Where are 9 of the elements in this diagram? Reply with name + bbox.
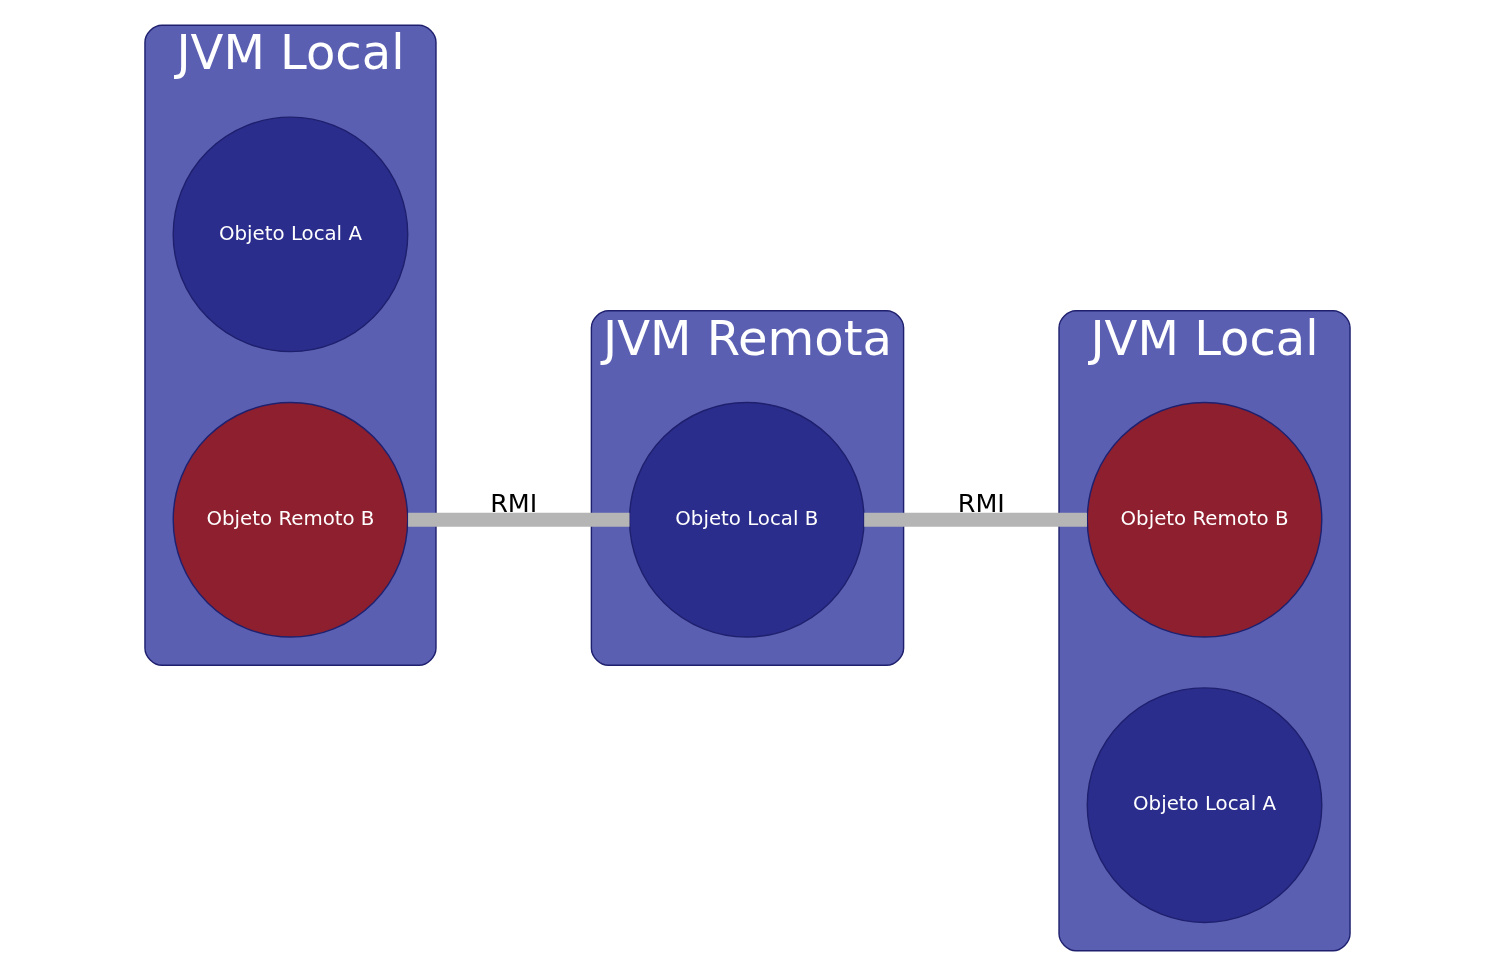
connector — [863, 512, 1087, 527]
edge-label: RMI — [489, 487, 537, 518]
node-circle: Objeto Local A — [1086, 687, 1322, 924]
edge-label: RMI — [957, 487, 1005, 518]
connector — [407, 512, 629, 527]
node-circle: Objeto Local B — [628, 401, 865, 638]
node-circle: Objeto Remoto B — [172, 401, 408, 638]
node-circle: Objeto Remoto B — [1086, 401, 1322, 638]
node-circle: Objeto Local A — [172, 116, 408, 353]
